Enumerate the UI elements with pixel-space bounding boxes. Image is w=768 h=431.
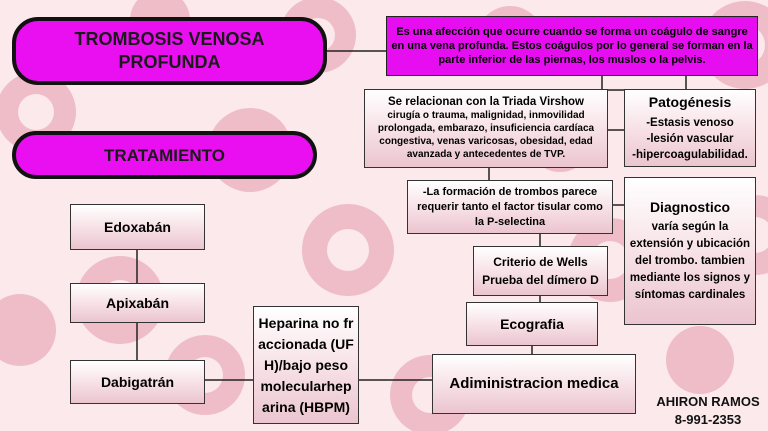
thrombus-box: -La formación de trombos parece requerir… [407, 180, 613, 234]
d-dimer-test: Prueba del dímero D [482, 273, 599, 287]
diagnosis-title: Diagnostico [649, 199, 731, 215]
definition-box: Es una afección que ocurre cuando se for… [386, 16, 758, 76]
treatment-title-box: TRATAMIENTO [12, 131, 317, 179]
pathogenesis-item: -Estasis venoso [646, 117, 734, 129]
pathogenesis-box: Patogénesis -Estasis venoso -lesión vasc… [624, 89, 756, 167]
pathogenesis-title: Patogénesis [648, 94, 732, 110]
ecografia-label: Ecografia [500, 316, 564, 332]
administration-label: Adiministracion medica [449, 375, 619, 392]
virchow-heading: Se relacionan con la Triada Virshow [388, 96, 584, 108]
pathogenesis-item: -hipercoagulabilidad. [632, 149, 748, 161]
heparin-label: Heparina no fraccionada (UFH)/bajo peso … [258, 314, 354, 415]
drug-label: Dabigatrán [100, 374, 175, 390]
author-name: AHIRON RAMOS [656, 394, 760, 409]
wells-criteria: Criterio de Wells [493, 255, 588, 269]
definition-text: Es una afección que ocurre cuando se for… [391, 26, 753, 66]
ecografia-box: Ecografia [466, 302, 598, 346]
drug-label: Apixabán [105, 295, 169, 311]
treatment-title: TRATAMIENTO [104, 145, 225, 165]
main-title-box: TROMBOSIS VENOSA PROFUNDA [12, 17, 327, 85]
diagnosis-box: Diagnostico varía según la extensión y u… [624, 177, 756, 325]
administration-box: Adiministracion medica [432, 354, 636, 414]
criteria-box: Criterio de Wells Prueba del dímero D [473, 246, 608, 296]
thrombus-text: -La formación de trombos parece requerir… [417, 185, 603, 228]
heparin-box: Heparina no fraccionada (UFH)/bajo peso … [253, 306, 359, 424]
drug-box-apixaban: Apixabán [70, 283, 205, 323]
drug-box-edoxaban: Edoxabán [70, 204, 205, 250]
drug-label: Edoxabán [104, 219, 171, 235]
main-title: TROMBOSIS VENOSA PROFUNDA [74, 29, 265, 72]
virchow-box: Se relacionan con la Triada Virshow ciru… [364, 89, 608, 168]
virchow-body: cirugía o trauma, malignidad, inmovilida… [377, 110, 595, 160]
author-block: AHIRON RAMOS 8-991-2353 [650, 393, 766, 429]
diagnosis-body: varía según la extensión y ubicación del… [629, 221, 751, 301]
author-id: 8-991-2353 [674, 412, 742, 427]
drug-box-dabigatran: Dabigatrán [70, 360, 205, 404]
pathogenesis-item: -lesión vascular [646, 133, 734, 145]
